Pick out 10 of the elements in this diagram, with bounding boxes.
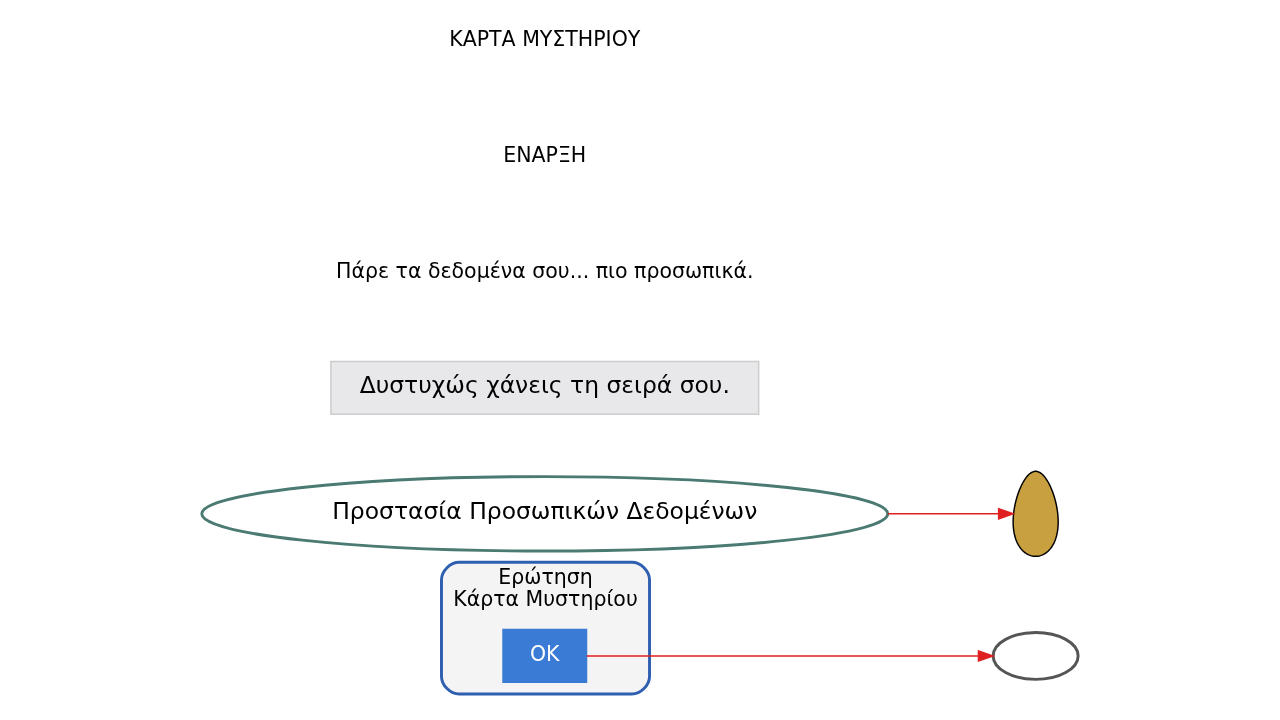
label: Πάρε τα δεδομένα σου... πιο προσωπικά. — [336, 258, 754, 283]
label: ΚΑΡΤΑ ΜΥΣΤΗΡΙΟΥ — [449, 27, 641, 52]
node-box: OK — [502, 628, 588, 684]
label: ΕΝΑΡΞΗ — [503, 142, 587, 167]
node-box: Δυστυχώς χάνεις τη σειρά σου. — [330, 360, 760, 415]
arrow — [585, 649, 996, 663]
node-ellipse — [991, 631, 1080, 681]
node-ellipse: Προστασία Προσωπικών Δεδομένων — [200, 475, 890, 553]
arrow — [887, 507, 1016, 520]
node-person — [1012, 470, 1059, 558]
